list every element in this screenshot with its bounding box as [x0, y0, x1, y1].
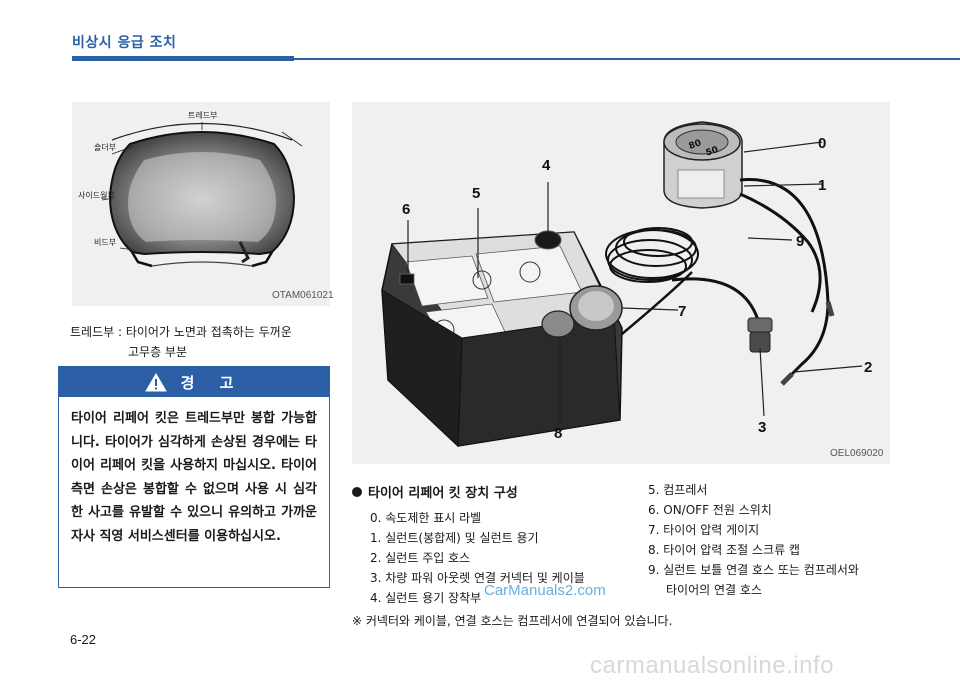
list-item-text: 9. 실런트 보틀 연결 호스 또는 컴프레서와	[648, 563, 859, 577]
list-item: 0. 속도제한 표시 라벨	[370, 511, 482, 525]
figure-code-kit: OEL069020	[830, 448, 884, 459]
callout-3: 3	[758, 419, 766, 436]
tread-definition-line2: 고무층 부분	[128, 345, 188, 359]
warning-box: 경 고 타이어 리페어 킷은 트레드부만 봉합 가능합니다. 타이어가 심각하게…	[58, 366, 330, 588]
callout-4: 4	[542, 157, 551, 174]
callout-8: 8	[554, 425, 562, 442]
list-item: 6. ON/OFF 전원 스위치	[648, 503, 772, 517]
list-item: 2. 실런트 주입 호스	[370, 551, 471, 565]
list-item: 7. 타이어 압력 게이지	[648, 523, 760, 537]
dial-number-50: 50	[705, 145, 720, 159]
list-item-continuation: 타이어의 연결 호스	[666, 583, 762, 597]
list-item: 4. 실런트 용기 장착부	[370, 591, 482, 605]
kit-list-heading: 타이어 리페어 킷 장치 구성	[352, 482, 518, 501]
parts-list-left: 0. 속도제한 표시 라벨 1. 실런트(봉합제) 및 실런트 용기 2. 실런…	[370, 508, 585, 608]
tire-figure: 트레드부 숄더부 사이드월부 비드부 OTAM061021	[72, 102, 334, 306]
callout-0: 0	[818, 135, 826, 152]
connector-note: ※ 커넥터와 케이블, 연결 호스는 컴프레서에 연결되어 있습니다.	[352, 614, 673, 628]
warning-text: 타이어 리페어 킷은 트레드부만 봉합 가능합니다. 타이어가 심각하게 손상된…	[71, 411, 317, 544]
callout-6: 6	[402, 201, 410, 218]
tread-label: 트레드부	[188, 111, 217, 120]
tire-cross-section-illustration: 트레드부 숄더부 사이드월부 비드부	[78, 111, 303, 268]
callout-2: 2	[864, 359, 872, 376]
tread-definition: 트레드부 : 타이어가 노면과 접촉하는 두꺼운 고무층 부분	[70, 322, 332, 362]
kit-list-heading-text: 타이어 리페어 킷 장치 구성	[368, 486, 518, 501]
list-item: 9. 실런트 보틀 연결 호스 또는 컴프레서와 타이어의 연결 호스	[648, 560, 859, 600]
list-item: 3. 차량 파워 아웃렛 연결 커넥터 및 케이블	[370, 571, 585, 585]
sidewall-label: 사이드월부	[78, 190, 115, 200]
list-item: 8. 타이어 압력 조절 스크류 캡	[648, 543, 800, 557]
list-item: 5. 컴프레서	[648, 483, 708, 497]
shoulder-label: 숄더부	[94, 143, 116, 152]
page-number: 6-22	[70, 632, 97, 647]
warning-header: 경 고	[59, 367, 329, 397]
callout-9: 9	[796, 233, 804, 250]
bead-label: 비드부	[94, 238, 116, 247]
header-rule-thick	[72, 56, 294, 61]
callout-1: 1	[818, 177, 826, 194]
warning-title: 경 고	[180, 373, 244, 392]
repair-kit-illustration: 80 50 0 1 2 3 4 5 6 7	[381, 121, 872, 448]
list-item: 1. 실런트(봉합제) 및 실런트 용기	[370, 531, 539, 545]
watermark-carmanuals2: CarManuals2.com	[484, 582, 606, 599]
header-rule-thin	[294, 58, 960, 60]
warning-triangle-icon	[144, 372, 167, 391]
tread-definition-line1: 트레드부 : 타이어가 노면과 접촉하는 두꺼운	[70, 325, 292, 339]
repair-kit-figure: 80 50 0 1 2 3 4 5 6 7	[352, 102, 890, 464]
bullet-icon	[352, 486, 362, 497]
section-title: 비상시 응급 조치	[72, 35, 177, 51]
callout-7: 7	[678, 303, 686, 320]
figure-code-tire: OTAM061021	[272, 290, 334, 301]
watermark-carmanualsonline: carmanualsonline.info	[590, 652, 834, 679]
parts-list-right: 5. 컴프레서 6. ON/OFF 전원 스위치 7. 타이어 압력 게이지 8…	[648, 480, 859, 600]
dial-number-80: 80	[688, 138, 703, 152]
callout-5: 5	[472, 185, 480, 202]
